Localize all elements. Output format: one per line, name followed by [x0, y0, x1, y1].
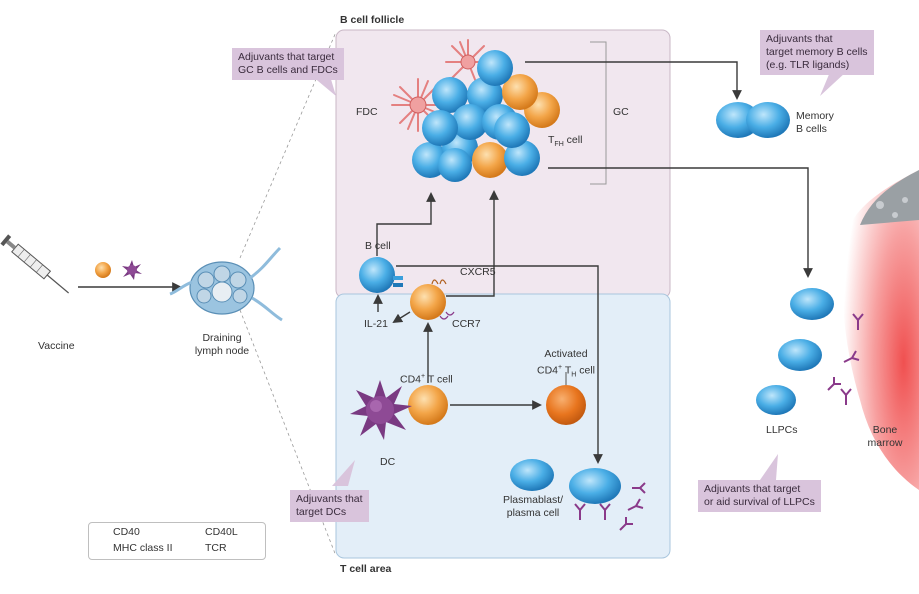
plasmablast-cells [510, 459, 621, 504]
gc-b-cell [494, 112, 530, 148]
il21-label: IL-21 [364, 318, 388, 330]
legend-mhc: MHC class II [113, 542, 173, 554]
gc-b-cell [438, 148, 472, 182]
callout-pointer-llpc [760, 454, 778, 480]
cd4-t-label: CD4+ T cell [400, 373, 453, 386]
arrow-bcell-to-gc [376, 192, 436, 256]
gc-t-cell [502, 74, 538, 110]
ccr7-label: CCR7 [452, 318, 481, 330]
gc-b-cell [467, 77, 503, 113]
arrow-gc-to-llpc [548, 167, 813, 278]
cxcr5-receptor [431, 279, 447, 285]
memory-b-cells [716, 102, 790, 138]
cd4-t-cell [408, 385, 448, 425]
callout-pointer-dc [332, 460, 355, 486]
gc-b-cell [452, 104, 488, 140]
arrow-bcell-to-plasmablast [396, 265, 603, 464]
gc-label: GC [613, 106, 629, 118]
dc-label: DC [380, 456, 396, 468]
gc-b-cell [504, 140, 540, 176]
lymph-node-icon [169, 246, 283, 322]
small-dc-icon [122, 260, 142, 280]
arrow-gc-to-memory [525, 61, 742, 100]
ccr7-receptor [439, 311, 455, 320]
callout-pointer-gc [312, 76, 336, 96]
legend-cd40l: CD40L [205, 526, 238, 538]
plasmablast-label: Plasmablast/plasma cell [502, 494, 564, 519]
activated-th-cell [546, 385, 586, 425]
gc-b-cell [432, 77, 468, 113]
bcell-label: B cell [365, 240, 391, 252]
activated-th-label: Activated CD4+ TH cell [536, 348, 595, 379]
cxcr5-label: CXCR5 [460, 266, 496, 278]
llpc-label: LLPCs [766, 424, 798, 436]
dendritic-cell [350, 380, 412, 440]
germinal-centre-cluster [412, 50, 560, 182]
fdc-label: FDC [356, 106, 378, 118]
follicle-title: B cell follicle [340, 14, 405, 26]
llpc-cells [756, 288, 834, 415]
arrow-tfh-to-gc [446, 190, 499, 297]
gc-b-cell [422, 110, 458, 146]
cd40-mhc-receptors [393, 276, 403, 287]
syringe-icon [0, 234, 70, 294]
tfh-label: TFH cell [548, 134, 583, 149]
antibodies-plasma [574, 482, 646, 531]
gc-t-cell [472, 142, 508, 178]
follicular-t-cell [410, 284, 446, 320]
arrow-il21 [392, 311, 411, 324]
b-cell [359, 257, 395, 293]
callout-pointer-memory [820, 72, 846, 96]
tcell-area-title: T cell area [340, 563, 392, 575]
antibodies-llpc [827, 313, 864, 405]
bone-marrow [842, 170, 919, 490]
antigen-icon [95, 262, 111, 278]
vaccine-label: Vaccine [38, 340, 75, 352]
zoom-line-bottom [239, 309, 337, 557]
gc-bracket [590, 41, 607, 185]
gc-b-cell [477, 50, 513, 86]
legend-tcr: TCR [205, 542, 227, 554]
legend-cd40: CD40 [113, 526, 140, 538]
legend-box: CD40 MHC class II CD40L TCR [88, 522, 266, 560]
